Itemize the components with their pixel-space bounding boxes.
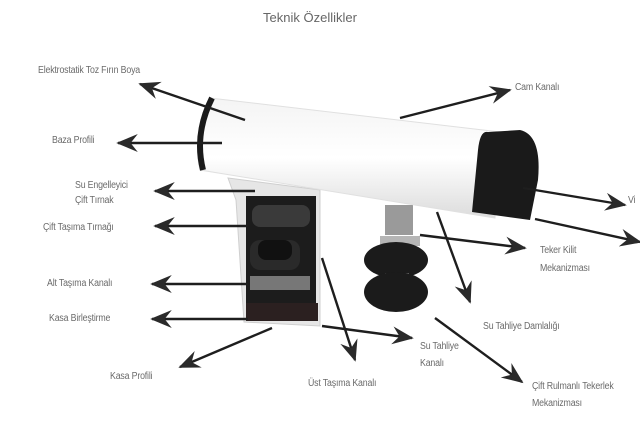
label-ust-tasima: Üst Taşıma Kanalı [308,378,377,389]
arrow-cam-kanali [399,86,512,120]
label-su-tahliye-kanali-2: Kanalı [420,358,444,369]
label-cift-rulmanli-2: Mekanizması [532,398,582,409]
label-cift-rulmanli-1: Çift Rulmanlı Tekerlek [532,381,614,392]
arrow-right-lower [534,217,640,247]
label-su-tahliye-kanali-1: Su Tahliye [420,341,459,352]
arrow-su-tahliye-kanali [321,324,414,345]
label-kasa-profili: Kasa Profili [110,371,153,382]
label-kasa-birlestirme: Kasa Birleştirme [49,313,111,324]
label-su-tahliye-damlaligi: Su Tahliye Damlalığı [483,321,560,332]
wheel-assembly [364,205,428,312]
label-cam-kanali: Cam Kanalı [515,82,560,93]
arrow-su-tahliye-damlaligi [435,211,472,304]
tube-profile [197,96,539,220]
arrow-vi [522,186,627,211]
label-teker-kilit-2: Mekanizması [540,263,590,274]
label-teker-kilit-1: Teker Kilit [540,245,577,256]
label-baza-profili: Baza Profili [52,135,95,146]
label-alt-tasima: Alt Taşıma Kanalı [47,278,113,289]
arrow-teker-kilit [419,233,527,255]
arrow-kasa-profili [178,326,273,369]
arrow-elektrostatik [138,81,246,122]
frame-profile [227,177,321,327]
label-cift-tasima: Çift Taşıma Tırnağı [43,222,114,233]
label-su-engelleyici-2: Çift Tırnak [75,195,114,206]
arrow-cift-rulmanli [434,317,524,384]
label-elektrostatik: Elektrostatik Toz Fırın Boya [38,65,141,76]
arrow-ust-tasima [320,257,358,362]
label-su-engelleyici-1: Su Engelleyici [75,180,128,191]
label-vi: Vi [628,195,636,206]
page-title: Teknik Özellikler [263,10,357,25]
